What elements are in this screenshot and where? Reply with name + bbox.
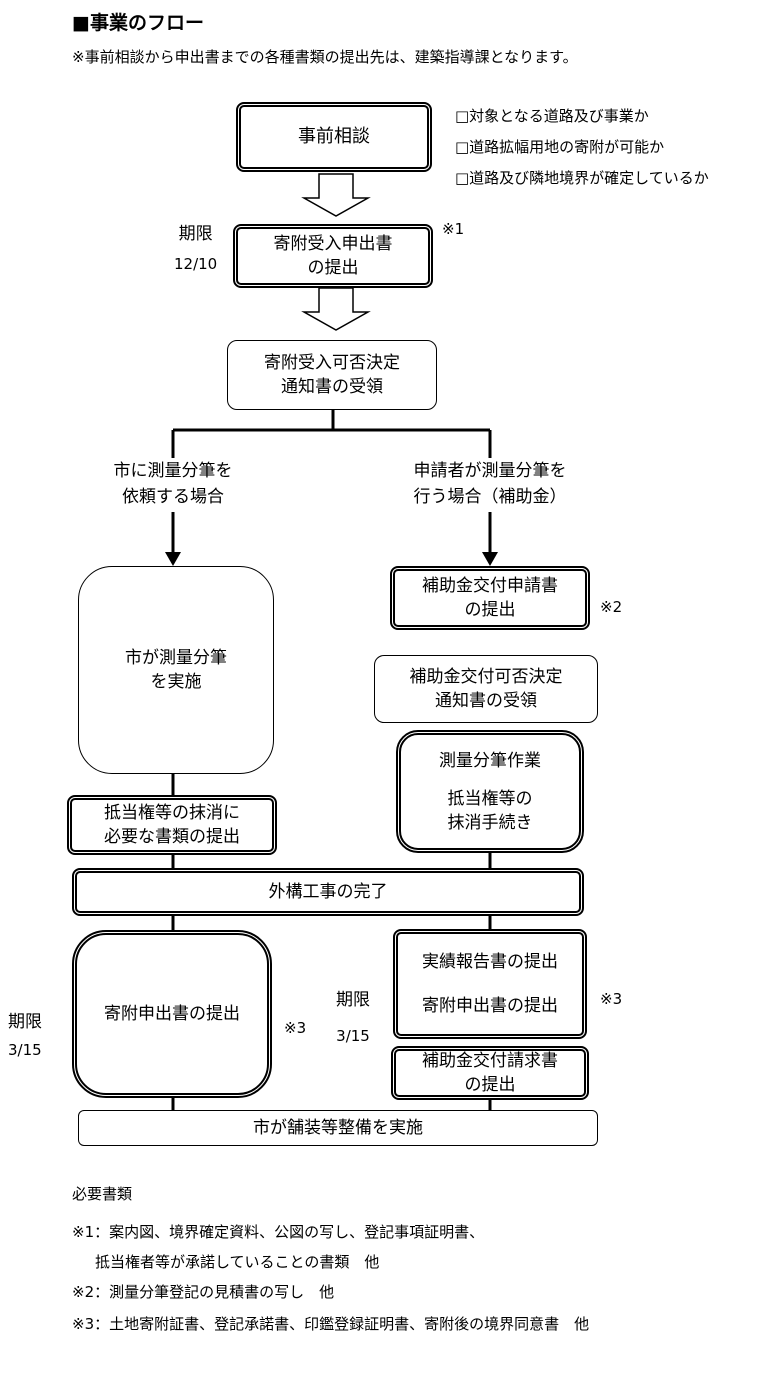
- paving-label: 市が舗装等整備を実施: [253, 1118, 423, 1138]
- subsidy-apply-note: ※2: [600, 598, 623, 616]
- deadline-label: 期限: [336, 990, 370, 1010]
- subsidy-decision-line: 補助金交付可否決定: [409, 667, 563, 687]
- decision-line: 通知書の受領: [281, 377, 383, 397]
- city-survey-line: を実施: [150, 672, 202, 692]
- hollow-arrow-1: [301, 173, 371, 217]
- mortgage-docs-box: 抵当権等の抹消に 必要な書類の提出: [67, 795, 277, 855]
- subsidy-apply-line: の提出: [464, 600, 516, 620]
- consult-label: 事前相談: [298, 126, 370, 147]
- subsidy-decision-line: 通知書の受領: [435, 691, 537, 711]
- left-branch-label: 市に測量分筆を 依頼する場合: [103, 458, 243, 510]
- footer-note-1-cont: 抵当権者等が承諾していることの書類 他: [95, 1253, 380, 1271]
- consult-box: 事前相談: [236, 102, 432, 172]
- apply-line: 寄附受入申出書: [273, 234, 393, 254]
- subsidy-apply-line: 補助金交付申請書: [422, 576, 558, 596]
- right-branch-label: 申請者が測量分筆を 行う場合（補助金）: [385, 458, 595, 510]
- decision-box: 寄附受入可否決定 通知書の受領: [227, 340, 437, 410]
- checklist-item: □道路拡幅用地の寄附が可能か: [455, 138, 665, 156]
- deadline-date: 3/15: [8, 1041, 42, 1059]
- branch-line: 申請者が測量分筆を: [413, 461, 567, 481]
- footer-title: 必要書類: [72, 1185, 133, 1203]
- branch-line: 行う場合（補助金）: [413, 487, 567, 507]
- claim-line: の提出: [464, 1075, 516, 1095]
- survey-work-line: 抵当権等の: [447, 788, 533, 809]
- checklist-item: □道路及び隣地境界が確定しているか: [455, 169, 709, 187]
- report-note: ※3: [600, 990, 623, 1008]
- mortgage-docs-line: 抵当権等の抹消に: [104, 803, 240, 823]
- right-deadline: 期限 3/15: [336, 982, 370, 1054]
- mortgage-docs-line: 必要な書類の提出: [104, 827, 240, 847]
- footer-note-3: ※3：土地寄附証書、登記承諾書、印鑑登録証明書、寄附後の境界同意書 他: [72, 1315, 590, 1333]
- donation-left-box: 寄附申出書の提出: [72, 930, 272, 1098]
- survey-work-box: 測量分筆作業 抵当権等の 抹消手続き: [396, 730, 584, 853]
- branch-line: 依頼する場合: [122, 487, 224, 507]
- subsidy-apply-box: 補助金交付申請書 の提出: [390, 566, 590, 630]
- deadline-date: 12/10: [174, 255, 218, 273]
- submission-note: ※事前相談から申出書までの各種書類の提出先は、建築指導課となります。: [72, 48, 578, 66]
- consult-checklist: □対象となる道路及び事業か □道路拡幅用地の寄附が可能か □道路及び隣地境界が確…: [455, 101, 709, 194]
- page-title: ■事業のフロー: [72, 12, 204, 34]
- survey-work-line: 抹消手続き: [447, 812, 533, 833]
- exterior-done-label: 外構工事の完了: [268, 882, 388, 902]
- checklist-item: □対象となる道路及び事業か: [455, 107, 649, 125]
- paving-box: 市が舗装等整備を実施: [78, 1110, 598, 1146]
- apply-box: 寄附受入申出書 の提出: [233, 224, 433, 288]
- branch-line: 市に測量分筆を: [113, 461, 233, 481]
- report-box: 実績報告書の提出 寄附申出書の提出: [393, 929, 587, 1039]
- decision-line: 寄附受入可否決定: [264, 353, 400, 373]
- hollow-arrow-2: [301, 287, 371, 331]
- arrowhead-right: [482, 552, 498, 566]
- apply-deadline: 期限 12/10: [174, 219, 217, 279]
- report-line: 実績報告書の提出: [422, 952, 558, 972]
- exterior-done-box: 外構工事の完了: [72, 868, 584, 916]
- claim-box: 補助金交付請求書 の提出: [391, 1046, 589, 1100]
- deadline-date: 3/15: [336, 1027, 370, 1045]
- left-deadline: 期限 3/15: [8, 1008, 42, 1064]
- donation-left-label: 寄附申出書の提出: [104, 1004, 240, 1024]
- subsidy-decision-box: 補助金交付可否決定 通知書の受領: [374, 655, 598, 723]
- city-survey-line: 市が測量分筆: [125, 648, 227, 668]
- arrowhead-left: [165, 552, 181, 566]
- deadline-label: 期限: [178, 224, 213, 244]
- footer-note-1: ※1：案内図、境界確定資料、公図の写し、登記事項証明書、: [72, 1223, 485, 1241]
- apply-line: の提出: [307, 258, 359, 278]
- claim-line: 補助金交付請求書: [422, 1051, 558, 1071]
- donation-left-note: ※3: [284, 1019, 307, 1037]
- report-line: 寄附申出書の提出: [422, 996, 558, 1016]
- footer-note-2: ※2：測量分筆登記の見積書の写し 他: [72, 1283, 335, 1301]
- deadline-label: 期限: [8, 1012, 42, 1032]
- city-survey-box: 市が測量分筆 を実施: [78, 566, 274, 774]
- survey-work-line: 測量分筆作業: [439, 750, 541, 771]
- apply-note: ※1: [442, 220, 465, 238]
